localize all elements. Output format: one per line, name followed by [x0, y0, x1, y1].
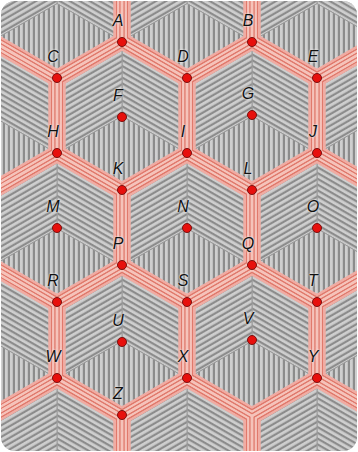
point-label: V: [243, 310, 254, 328]
point-dot: [118, 38, 127, 47]
point-dot: [313, 298, 322, 307]
point-label: Q: [242, 235, 254, 253]
point-dot: [183, 149, 192, 158]
point-label: E: [308, 48, 319, 66]
point-dot: [248, 111, 257, 120]
point-dot: [248, 186, 257, 195]
point-label: U: [112, 312, 124, 330]
point-label: W: [45, 348, 60, 366]
point-label: H: [47, 123, 59, 141]
point-dot: [183, 74, 192, 83]
point-dot: [118, 186, 127, 195]
point-label: N: [177, 198, 189, 216]
point-dot: [118, 338, 127, 347]
point-label: M: [46, 198, 59, 216]
point-dot: [53, 74, 62, 83]
point-dot: [118, 411, 127, 420]
point-dot: [118, 113, 127, 122]
point-label: D: [177, 48, 189, 66]
point-dot: [53, 224, 62, 233]
point-label: X: [178, 348, 189, 366]
point-label: Y: [308, 348, 319, 366]
point-dot: [53, 374, 62, 383]
point-label: Z: [113, 385, 123, 403]
point-label: O: [307, 198, 319, 216]
point-label: G: [242, 85, 254, 103]
point-dot: [248, 336, 257, 345]
point-dot: [53, 298, 62, 307]
point-dot: [183, 224, 192, 233]
point-dot: [248, 261, 257, 270]
point-dot: [248, 38, 257, 47]
point-dot: [313, 374, 322, 383]
point-label: T: [308, 272, 318, 290]
point-label: A: [113, 12, 124, 30]
point-label: R: [47, 272, 59, 290]
point-dot: [183, 298, 192, 307]
point-label: K: [113, 160, 124, 178]
point-dot: [53, 149, 62, 158]
point-label: F: [113, 87, 123, 105]
point-label: S: [178, 272, 189, 290]
point-label: L: [244, 160, 253, 178]
point-label: C: [47, 48, 59, 66]
point-label: P: [113, 235, 124, 253]
point-label: J: [309, 123, 317, 141]
point-dot: [313, 149, 322, 158]
point-label: B: [243, 12, 254, 30]
point-dot: [183, 374, 192, 383]
point-dot: [313, 74, 322, 83]
point-dot: [118, 261, 127, 270]
point-dot: [313, 224, 322, 233]
point-label: I: [181, 123, 185, 141]
